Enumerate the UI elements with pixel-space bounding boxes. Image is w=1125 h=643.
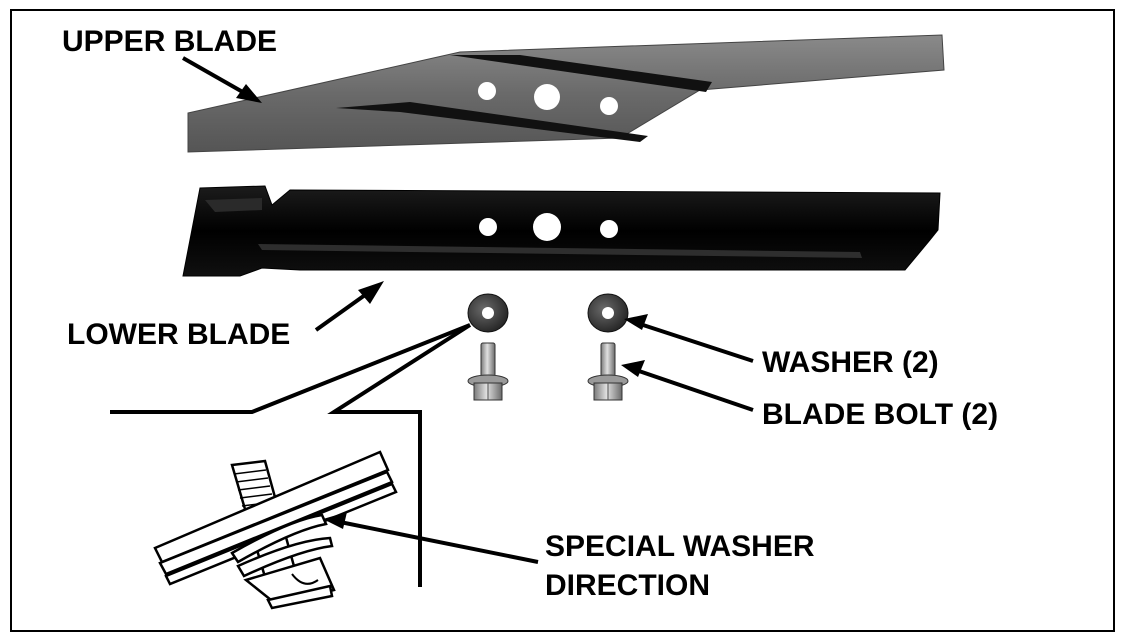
washer-label: WASHER (2) [762, 346, 939, 379]
upper-blade-hole-left [478, 82, 496, 100]
special-washer-label-line1: SPECIAL WASHER [545, 530, 815, 563]
blade-bolt-left [467, 342, 509, 401]
lower-blade-hole-center [533, 213, 561, 241]
special-washer-label-line2: DIRECTION [545, 569, 710, 602]
lower-blade-hole-left [479, 218, 497, 236]
lower-blade-label: LOWER BLADE [67, 318, 290, 351]
upper-blade-hole-right [600, 97, 618, 115]
upper-blade-label: UPPER BLADE [62, 25, 277, 58]
washer-right [587, 293, 629, 333]
blade-bolt-right [587, 342, 629, 401]
upper-blade [187, 34, 945, 153]
washer-left [467, 293, 509, 333]
blade-bolt-label: BLADE BOLT (2) [762, 398, 998, 431]
lower-blade-hole-right [600, 220, 618, 238]
detail-callout-lines [110, 323, 472, 587]
leader-arrows [182, 56, 754, 564]
lower-blade [182, 185, 941, 277]
upper-blade-hole-center [534, 84, 560, 110]
special-washer-detail [153, 450, 398, 610]
frame-border [10, 9, 1115, 632]
